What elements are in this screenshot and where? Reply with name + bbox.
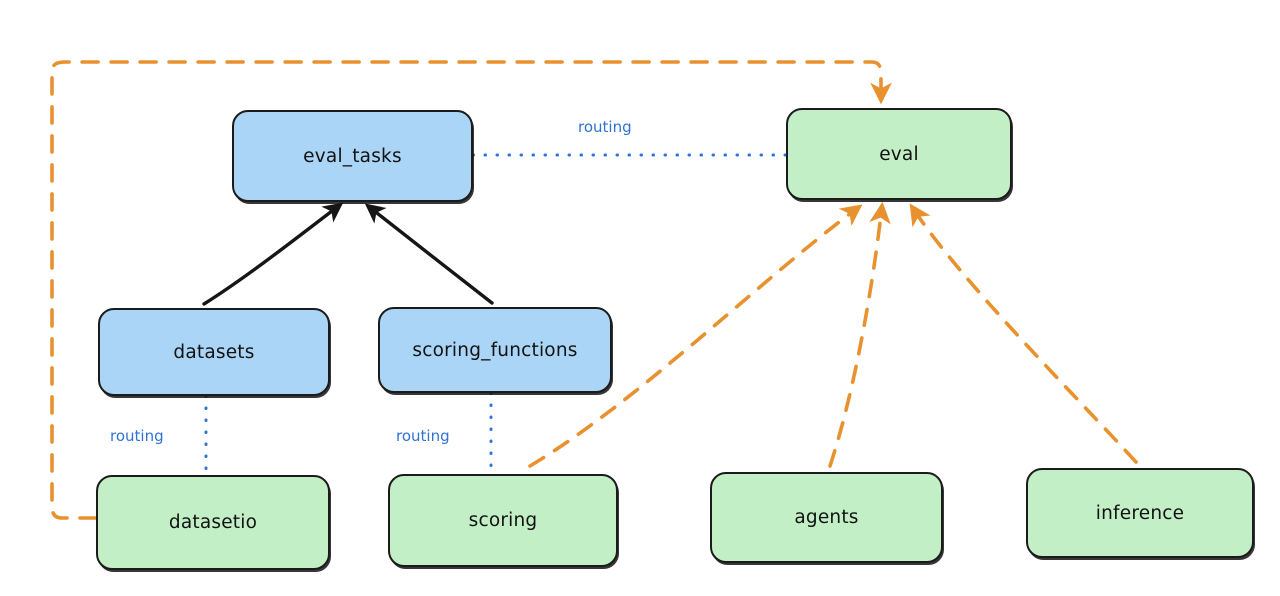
node-scoring-label: scoring <box>468 510 538 531</box>
node-datasetio[interactable]: datasetio <box>96 475 330 570</box>
node-agents[interactable]: agents <box>710 472 943 563</box>
edge-scoring-to-eval <box>528 204 863 468</box>
node-scoring[interactable]: scoring <box>388 474 618 567</box>
node-eval-tasks-label: eval_tasks <box>303 145 402 167</box>
node-scoring-functions-label: scoring_functions <box>412 339 578 361</box>
node-inference[interactable]: inference <box>1026 468 1254 558</box>
node-inference-label: inference <box>1095 502 1185 524</box>
node-eval-tasks[interactable]: eval_tasks <box>232 110 473 202</box>
edge-agents-to-eval <box>828 201 891 468</box>
edge-inference-to-eval <box>909 203 1138 464</box>
node-eval[interactable]: eval <box>786 108 1012 200</box>
edge-label-routing-eval-tasks-eval: routing <box>578 118 632 136</box>
node-datasetio-label: datasetio <box>168 512 258 533</box>
edge-datasetio-to-eval <box>50 60 892 520</box>
node-eval-label: eval <box>879 143 919 165</box>
node-datasets[interactable]: datasets <box>98 308 330 396</box>
node-scoring-functions[interactable]: scoring_functions <box>378 307 612 393</box>
node-agents-label: agents <box>794 507 859 528</box>
edge-datasets-to-eval-tasks <box>202 202 344 306</box>
edge-label-routing-datasets-datasetio: routing <box>110 427 164 445</box>
edge-scoring-functions-to-eval-tasks <box>364 203 494 305</box>
edge-label-routing-scoring-functions-scoring: routing <box>396 427 450 445</box>
node-datasets-label: datasets <box>173 341 255 363</box>
